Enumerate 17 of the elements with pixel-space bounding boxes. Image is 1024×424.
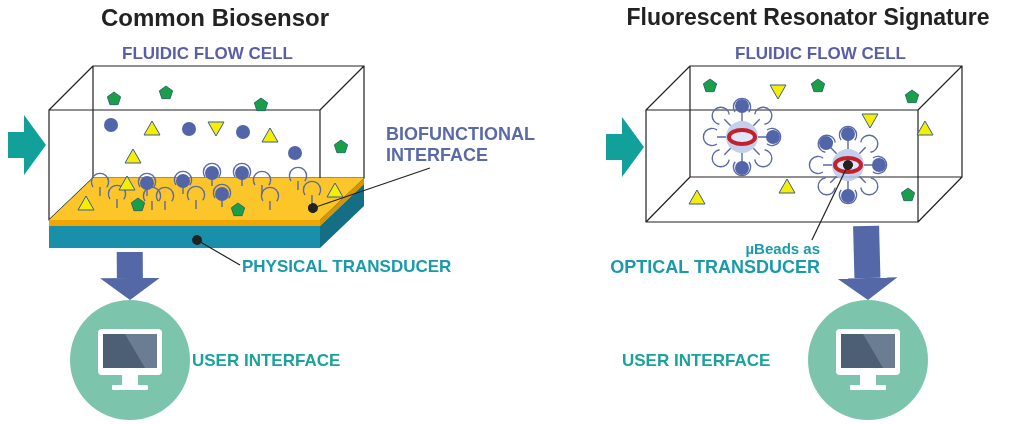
caption-label: USER INTERFACE [622,351,771,371]
flow-arrow [99,251,160,300]
callout-label: OPTICAL TRANSDUCER [610,257,820,278]
callout-label: µBeads as [745,240,820,257]
cell-heading: FLUIDIC FLOW CELL [735,44,906,64]
flow-arrow [8,115,46,175]
panel-title: Common Biosensor [101,4,329,32]
cell-heading: FLUIDIC FLOW CELL [122,44,293,64]
flow-arrow [606,117,644,177]
leader-line [307,167,431,213]
callout-label: PHYSICAL TRANSDUCER [242,257,452,277]
caption-label: USER INTERFACE [192,351,341,371]
callout-label: BIOFUNCTIONAL INTERFACE [386,124,536,166]
leader-line [811,160,853,241]
flow-arrow [837,225,898,300]
panel-title: Fluorescent Resonator Signature [626,4,990,31]
leader-line [192,235,241,266]
